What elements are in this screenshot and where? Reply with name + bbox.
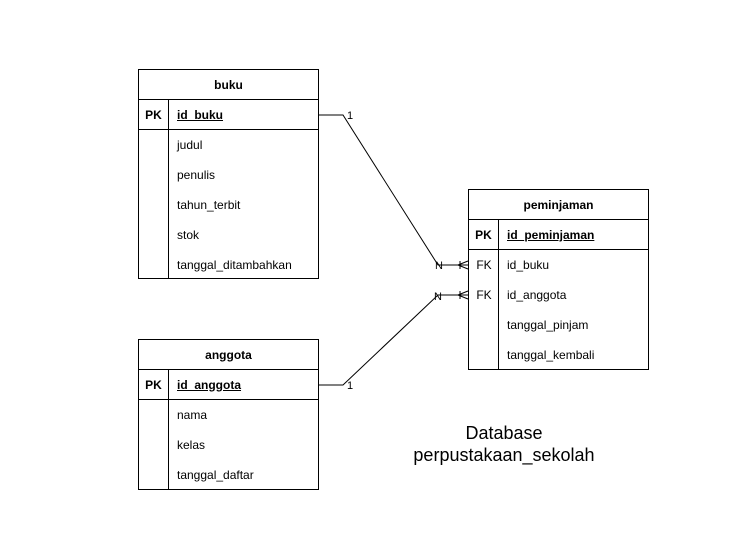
attribute: tanggal_ditambahkan — [177, 258, 292, 272]
diagram-caption: Database perpustakaan_sekolah — [400, 422, 608, 466]
attribute-row: stok — [139, 220, 318, 250]
attribute: tanggal_pinjam — [507, 318, 589, 332]
attribute-list: nama kelas tanggal_daftar — [139, 400, 318, 489]
key-column-divider — [498, 250, 499, 369]
primary-key-row: PK id_buku — [139, 100, 318, 130]
pk-field: id_peminjaman — [507, 228, 595, 242]
pk-field: id_anggota — [177, 378, 242, 392]
attribute-row: penulis — [139, 160, 318, 190]
cardinality-buku-one: 1 — [347, 110, 353, 122]
caption-line-1: Database — [465, 423, 543, 443]
attribute: stok — [177, 228, 200, 242]
entity-buku[interactable]: buku PK id_buku judul penulis tahun_terb… — [138, 69, 319, 279]
fk-field: id_buku — [507, 258, 550, 272]
foreign-key-row: FK id_buku — [469, 250, 648, 280]
key-column-divider — [168, 130, 169, 278]
attribute-row: tanggal_ditambahkan — [139, 250, 318, 280]
attribute-row: tanggal_daftar — [139, 460, 318, 490]
pk-label: PK — [139, 370, 169, 399]
attribute: tanggal_daftar — [177, 468, 254, 482]
cardinality-anggota-one: 1 — [347, 380, 353, 392]
cardinality-buku-many: N — [435, 260, 443, 272]
attribute: kelas — [177, 438, 206, 452]
attribute-list: FK id_buku FK id_anggota tanggal_pinjam ta… — [469, 250, 648, 369]
connector-anggota-peminjaman — [318, 290, 469, 386]
entity-title: anggota — [139, 340, 318, 370]
entity-title: buku — [139, 70, 318, 100]
primary-key-row: PK id_peminjaman — [469, 220, 648, 250]
fk-label: FK — [476, 288, 492, 302]
caption-line-2: perpustakaan_sekolah — [413, 445, 595, 465]
attribute-row: tanggal_pinjam — [469, 310, 648, 340]
entity-anggota[interactable]: anggota PK id_anggota nama kelas tanggal… — [138, 339, 319, 490]
pk-label: PK — [469, 220, 499, 249]
fk-label: FK — [476, 258, 492, 272]
pk-field: id_buku — [177, 108, 224, 122]
attribute: penulis — [177, 168, 216, 182]
attribute: nama — [177, 408, 208, 422]
pk-label: PK — [139, 100, 169, 129]
attribute-row: nama — [139, 400, 318, 430]
connector-buku-peminjaman — [318, 114, 469, 270]
entity-title: peminjaman — [469, 190, 648, 220]
entity-peminjaman[interactable]: peminjaman PK id_peminjaman FK id_buku FK… — [468, 189, 649, 370]
attribute-row: judul — [139, 130, 318, 160]
attribute-row: tanggal_kembali — [469, 340, 648, 370]
attribute: tahun_terbit — [177, 198, 241, 212]
attribute: judul — [177, 138, 203, 152]
cardinality-anggota-many: N — [434, 291, 442, 303]
attribute: tanggal_kembali — [507, 348, 595, 362]
attribute-list: judul penulis tahun_terbit stok tanggal_… — [139, 130, 318, 278]
attribute-row: tahun_terbit — [139, 190, 318, 220]
foreign-key-row: FK id_anggota — [469, 280, 648, 310]
attribute-row: kelas — [139, 430, 318, 460]
key-column-divider — [168, 400, 169, 489]
primary-key-row: PK id_anggota — [139, 370, 318, 400]
fk-field: id_anggota — [507, 288, 567, 302]
